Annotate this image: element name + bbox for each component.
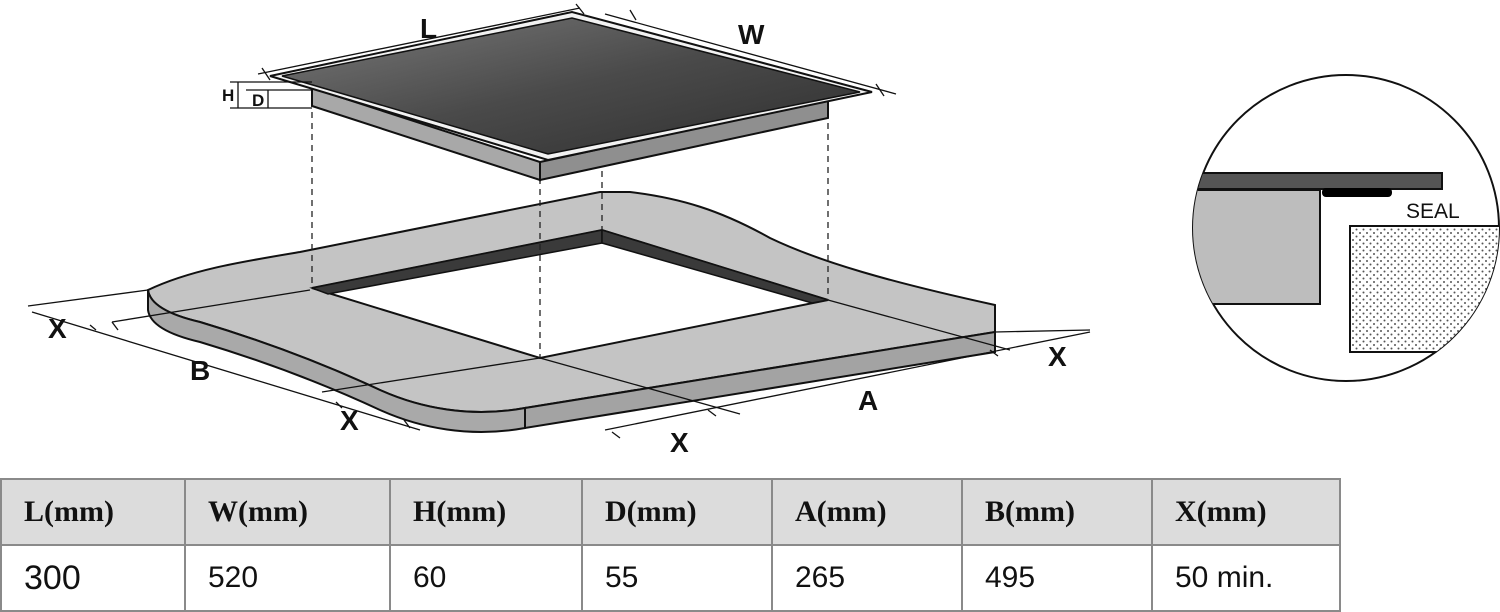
header-w: W(mm) (184, 478, 391, 546)
label-h: H (222, 86, 234, 105)
label-x-bottom-left: X (340, 405, 359, 436)
value-l: 300 (0, 544, 186, 612)
hob (269, 10, 873, 182)
header-l: L(mm) (0, 478, 186, 546)
header-d: D(mm) (581, 478, 773, 546)
label-d: D (252, 91, 264, 110)
countertop-cutout (309, 228, 829, 360)
label-x-right: X (1048, 341, 1067, 372)
table-header-row: L(mm) W(mm) H(mm) D(mm) A(mm) B(mm) X(mm… (0, 478, 1341, 546)
installation-diagram: L W H D X B X X A X SEAL (27, 3, 1500, 458)
label-a: A (858, 385, 878, 416)
label-w: W (738, 19, 765, 50)
seal-detail: SEAL (1192, 74, 1500, 382)
value-h: 60 (389, 544, 583, 612)
label-l: L (420, 13, 437, 44)
dimensions-table: L(mm) W(mm) H(mm) D(mm) A(mm) B(mm) X(mm… (0, 478, 1341, 612)
header-x: X(mm) (1151, 478, 1341, 546)
dimension-lines (27, 3, 1091, 439)
value-a: 265 (771, 544, 963, 612)
label-b: B (190, 355, 210, 386)
seal-strip (1322, 188, 1392, 197)
label-x-bottom-mid: X (670, 427, 689, 458)
header-a: A(mm) (771, 478, 963, 546)
projection-lines (311, 90, 829, 358)
value-w: 520 (184, 544, 391, 612)
table-row: 300 520 60 55 265 495 50 min. (0, 544, 1341, 612)
seal-label: SEAL (1406, 200, 1460, 223)
header-b: B(mm) (961, 478, 1153, 546)
value-b: 495 (961, 544, 1153, 612)
value-d: 55 (581, 544, 773, 612)
value-x: 50 min. (1151, 544, 1341, 612)
label-x-left: X (48, 313, 67, 344)
header-h: H(mm) (389, 478, 583, 546)
